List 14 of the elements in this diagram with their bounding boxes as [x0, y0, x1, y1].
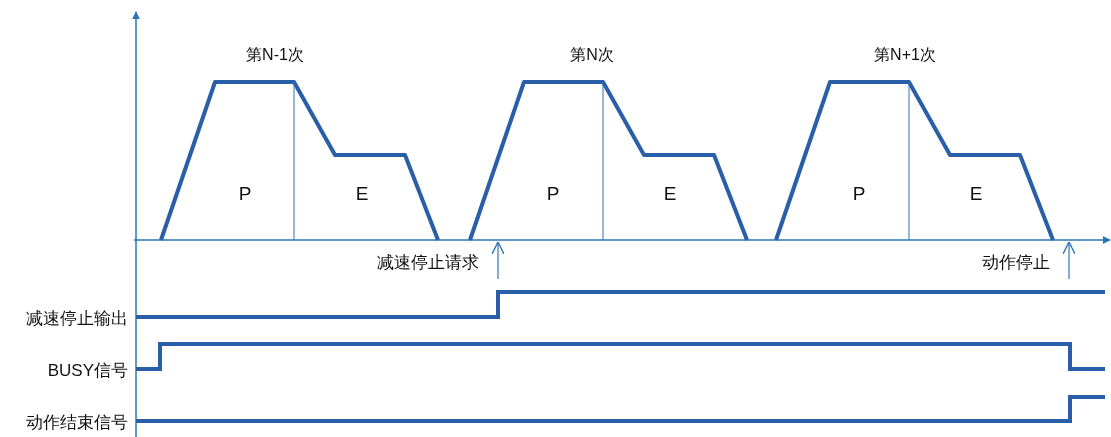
cycle-label: 第N-1次 [246, 47, 304, 63]
segment-label: E [969, 183, 983, 203]
segment-label: E [355, 183, 369, 203]
cycle-label: 第N+1次 [874, 47, 936, 63]
signal-label: 动作结束信号 [26, 413, 128, 431]
signal-label: BUSY信号 [47, 361, 128, 379]
segment-label: P [852, 183, 866, 203]
segment-label: P [238, 183, 252, 203]
event-label: 动作停止 [982, 253, 1050, 271]
signal-label: 减速停止输出 [26, 309, 128, 327]
segment-label: E [663, 183, 677, 203]
event-label: 减速停止请求 [377, 253, 479, 271]
cycle-label: 第N次 [570, 47, 614, 63]
segment-label: P [546, 183, 560, 203]
